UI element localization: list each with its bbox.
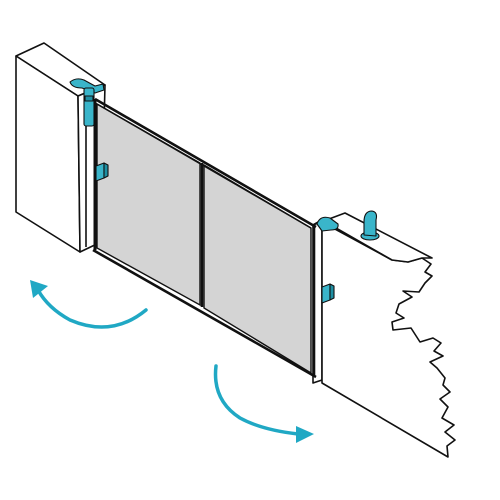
right-pillar-front	[321, 221, 456, 458]
latch-icon	[321, 283, 335, 304]
gate	[92, 97, 317, 379]
hinge-icon	[316, 216, 339, 232]
curved-arrow-icon	[30, 280, 148, 329]
swing-arrows	[30, 280, 314, 443]
curved-arrow-icon	[213, 364, 314, 443]
latch-icon	[95, 162, 109, 182]
hardware	[69, 78, 380, 304]
right-pillar	[312, 212, 456, 458]
gate-top-rail-inner	[96, 103, 312, 229]
hinge-icon	[360, 210, 380, 241]
gate-bottom-rail	[92, 248, 317, 379]
left-pillar	[15, 42, 106, 253]
gate-top-rail-outer	[94, 97, 317, 229]
hinge-icon	[69, 78, 105, 127]
